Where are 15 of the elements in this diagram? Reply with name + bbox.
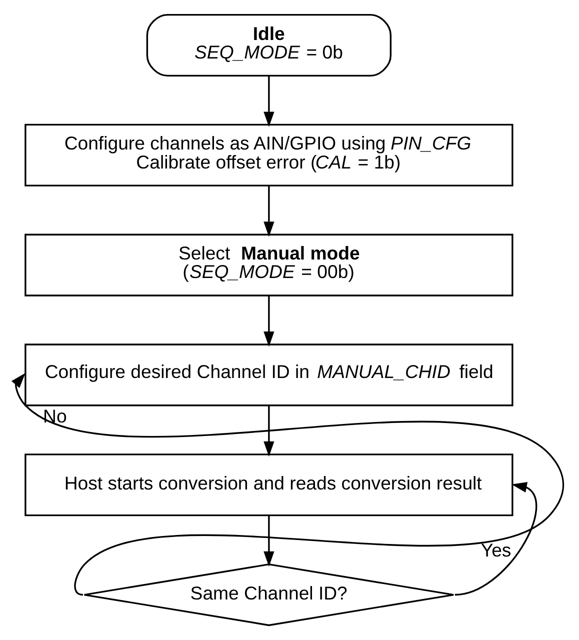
node-diamond: Same Channel ID? <box>83 563 454 626</box>
arrow <box>264 296 274 347</box>
arrow <box>264 186 274 237</box>
arrow <box>454 482 537 596</box>
arrow <box>264 516 274 567</box>
arrow <box>11 373 564 596</box>
node-box: Idle SEQ_MODE = 0b <box>146 14 392 76</box>
arrow <box>264 76 274 127</box>
node-box: Configure desired Channel ID in MANUAL_CHID field <box>24 344 514 406</box>
node-box: Select Manual mode (SEQ_MODE = 00b) <box>24 234 514 296</box>
edge-label: No <box>43 406 67 427</box>
node-box: Host starts conversion and reads conversion result <box>24 454 514 516</box>
arrow <box>264 406 274 457</box>
node-box: Configure channels as AIN/GPIO using PIN_CFG Calibrate offset error (CAL = 1b) <box>24 124 514 186</box>
edge-label: Yes <box>480 539 512 560</box>
